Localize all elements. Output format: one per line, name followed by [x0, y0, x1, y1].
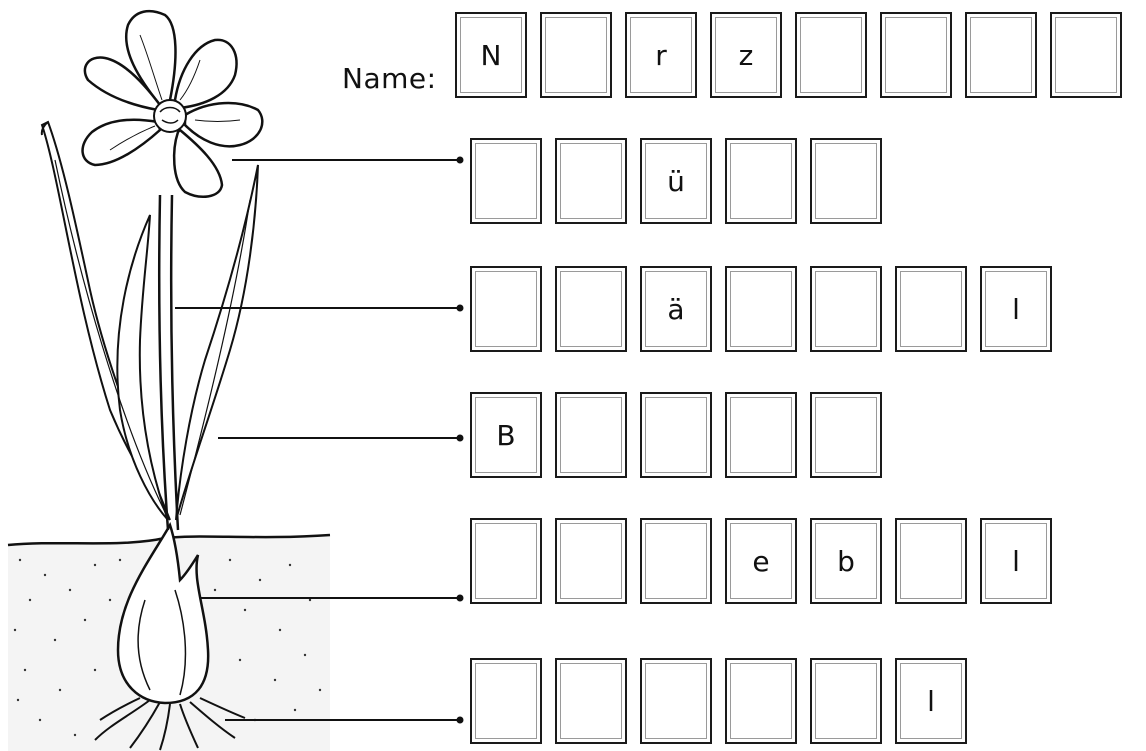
letter-box[interactable] [725, 138, 797, 224]
letter-box[interactable]: b [810, 518, 882, 604]
letter-box[interactable] [555, 518, 627, 604]
letter-box[interactable]: l [980, 518, 1052, 604]
letter-box[interactable] [810, 392, 882, 478]
letter-box[interactable] [880, 12, 952, 98]
letter-box[interactable]: ä [640, 266, 712, 352]
letter-box[interactable] [895, 518, 967, 604]
letter-box[interactable] [555, 266, 627, 352]
letter-box[interactable]: ü [640, 138, 712, 224]
stem [159, 195, 178, 530]
letter-box[interactable] [810, 138, 882, 224]
letter-box[interactable] [640, 658, 712, 744]
letter-box[interactable]: l [980, 266, 1052, 352]
letter-box[interactable] [1050, 12, 1122, 98]
letter-box[interactable] [555, 658, 627, 744]
letter-box[interactable] [540, 12, 612, 98]
letter-box[interactable] [810, 266, 882, 352]
letter-box[interactable] [555, 392, 627, 478]
narcissus-plant-illustration [0, 0, 470, 751]
letter-box[interactable] [725, 658, 797, 744]
leaves [42, 122, 258, 520]
letter-box[interactable] [725, 266, 797, 352]
letter-box[interactable] [810, 658, 882, 744]
letter-box[interactable] [470, 658, 542, 744]
letter-box[interactable] [470, 518, 542, 604]
letter-box[interactable]: l [895, 658, 967, 744]
name-label: Name: [342, 62, 437, 95]
letter-box[interactable] [640, 518, 712, 604]
letter-box[interactable] [470, 138, 542, 224]
letter-box[interactable]: N [455, 12, 527, 98]
letter-box[interactable]: z [710, 12, 782, 98]
letter-box[interactable]: B [470, 392, 542, 478]
letter-box[interactable] [640, 392, 712, 478]
letter-box[interactable]: r [625, 12, 697, 98]
letter-box[interactable] [470, 266, 542, 352]
flower [83, 11, 263, 197]
letter-box[interactable] [895, 266, 967, 352]
letter-box[interactable] [965, 12, 1037, 98]
letter-box[interactable] [795, 12, 867, 98]
letter-box[interactable]: e [725, 518, 797, 604]
letter-box[interactable] [555, 138, 627, 224]
letter-box[interactable] [725, 392, 797, 478]
